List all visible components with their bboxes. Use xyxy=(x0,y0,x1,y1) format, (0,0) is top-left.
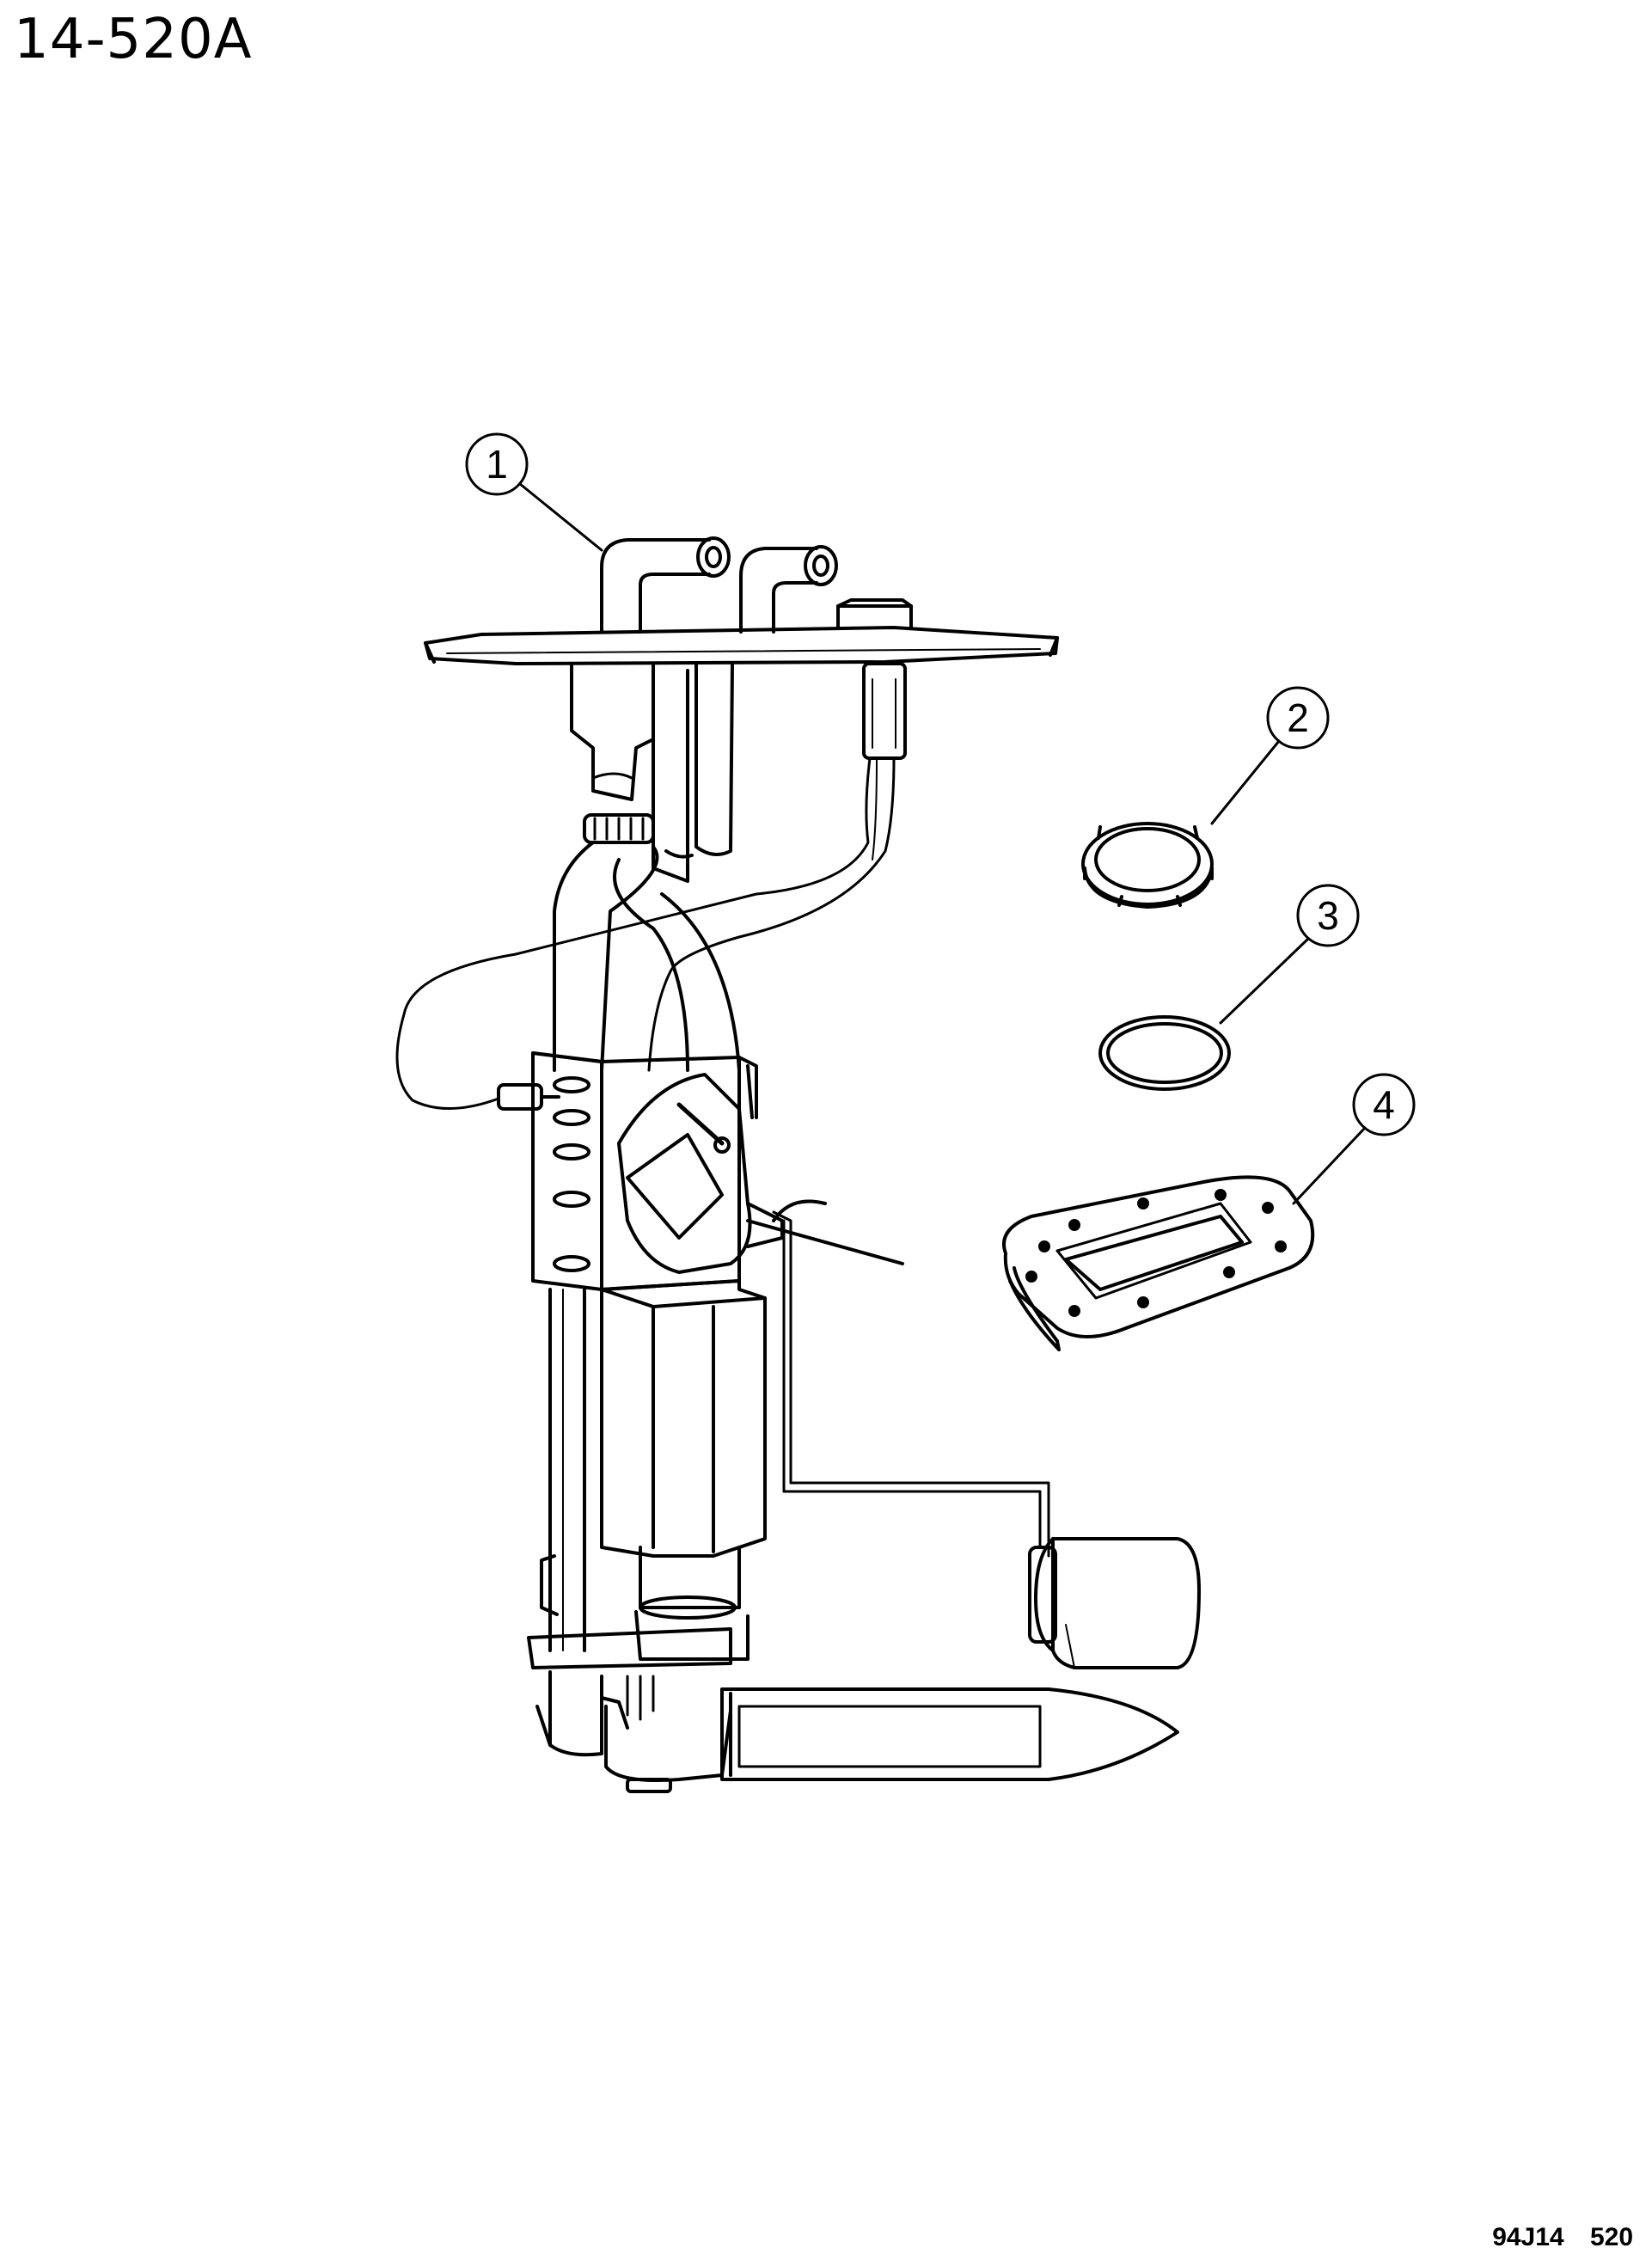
o-ring-seal xyxy=(1098,1015,1231,1091)
fuel-pump-motor xyxy=(600,1279,767,1661)
fuel-level-float xyxy=(1028,1537,1201,1669)
tank-gasket xyxy=(1002,1175,1315,1351)
callout-number: 1 xyxy=(486,442,508,487)
float-arm xyxy=(772,1210,1050,1558)
fuel-nipple-tubes xyxy=(600,536,838,634)
inline-connector xyxy=(497,1083,543,1111)
fuel-pump-module xyxy=(395,536,1201,1793)
wiring-harness xyxy=(395,756,896,1111)
sender-bracket xyxy=(531,1051,758,1291)
support-rod xyxy=(540,1288,586,1652)
flexible-fuel-hose xyxy=(553,841,741,1072)
mounting-flange xyxy=(424,626,1059,665)
upper-bracket xyxy=(570,662,734,883)
callout-number: 2 xyxy=(1287,695,1309,740)
callout-4: 4 xyxy=(1292,1073,1416,1205)
electrical-connector-cap xyxy=(836,598,913,760)
callout-1: 1 xyxy=(465,432,603,552)
callout-number: 3 xyxy=(1317,893,1339,938)
figure-code: 94J14 520 xyxy=(1492,2223,1633,2251)
callout-3: 3 xyxy=(1219,884,1360,1025)
fuel-strainer xyxy=(720,1687,1179,1781)
page-title: 14-520A xyxy=(14,8,253,71)
level-sensor-unit xyxy=(617,1073,904,1274)
lock-ring xyxy=(1081,822,1214,909)
fuel-strainer-base xyxy=(527,1627,732,1793)
hose-clamp xyxy=(583,813,655,844)
callout-2: 2 xyxy=(1210,686,1330,825)
callout-number: 4 xyxy=(1373,1082,1395,1127)
